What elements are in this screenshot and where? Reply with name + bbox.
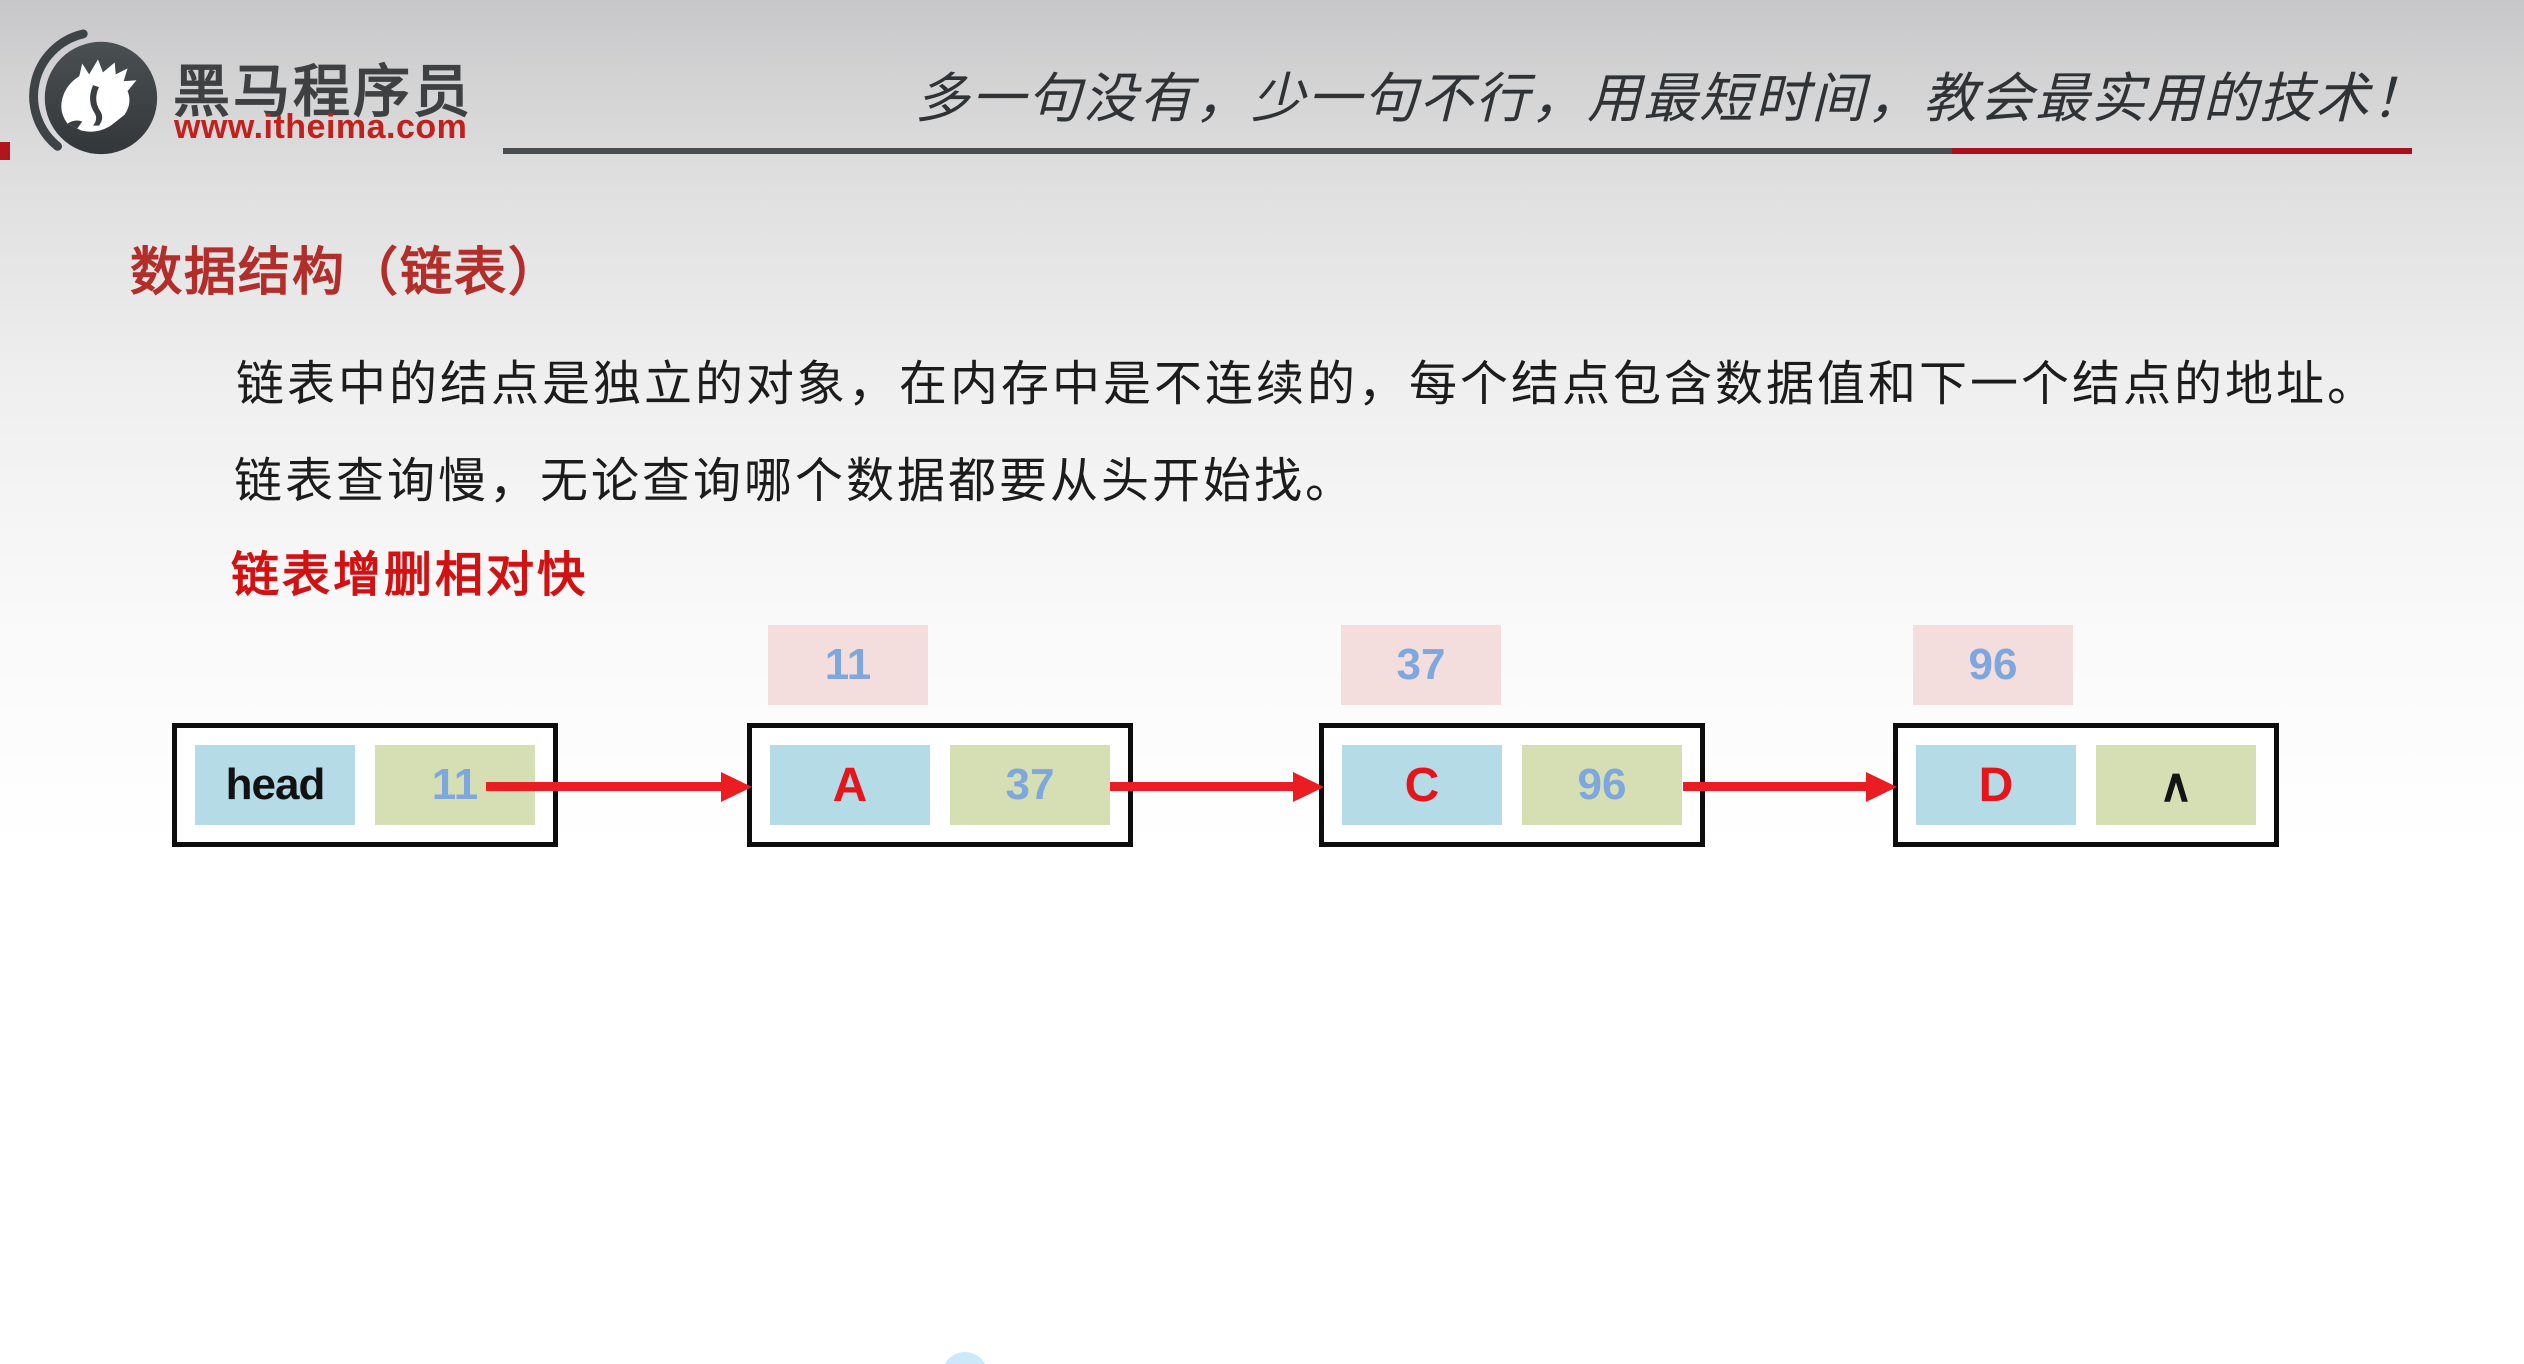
node-C-value-cell: C bbox=[1342, 745, 1502, 825]
paragraph-1: 链表中的结点是独立的对象，在内存中是不连续的，每个结点包含数据值和下一个结点的地… bbox=[236, 358, 2379, 411]
address-box-11: 11 bbox=[768, 625, 928, 705]
node-D-value-cell: D bbox=[1916, 745, 2076, 825]
node-C: C 96 bbox=[1319, 723, 1705, 847]
node-head-label: head bbox=[225, 760, 326, 809]
arrow-head-to-A bbox=[486, 782, 721, 791]
node-D: D ∧ bbox=[1893, 723, 2279, 847]
node-A-value-cell: A bbox=[770, 745, 930, 825]
node-D-pointer-cell: ∧ bbox=[2096, 745, 2256, 825]
header-rule-red bbox=[1952, 148, 2412, 154]
header-rule-gray bbox=[503, 148, 1952, 154]
itheima-horse-logo-icon bbox=[29, 29, 158, 155]
null-pointer-symbol: ∧ bbox=[2159, 759, 2193, 811]
node-C-pointer-cell: 96 bbox=[1522, 745, 1682, 825]
arrow-A-to-C bbox=[1110, 782, 1293, 791]
node-C-label: C bbox=[1404, 758, 1440, 812]
address-box-37: 37 bbox=[1341, 625, 1501, 705]
header-slogan: 多一句没有，少一句不行，用最短时间，教会最实用的技术！ bbox=[915, 67, 2427, 130]
left-edge-artifact bbox=[0, 142, 10, 160]
brand-name: 黑马程序员 bbox=[173, 60, 473, 124]
brand-url: www.itheima.com bbox=[174, 108, 468, 146]
node-A-pointer-cell: 37 bbox=[950, 745, 1110, 825]
node-head-value-cell: head bbox=[195, 745, 355, 825]
node-D-label: D bbox=[1978, 758, 2014, 812]
page-title: 数据结构（链表） bbox=[130, 244, 563, 302]
paragraph-3-emphasis: 链表增删相对快 bbox=[231, 549, 589, 602]
erased-watermark-blob bbox=[205, 1040, 500, 1160]
address-box-96: 96 bbox=[1913, 625, 2073, 705]
node-A: A 37 bbox=[747, 723, 1133, 847]
paragraph-2: 链表查询慢，无论查询哪个数据都要从头开始找。 bbox=[234, 455, 1357, 508]
arrow-C-to-D bbox=[1683, 782, 1866, 791]
node-A-label: A bbox=[832, 758, 868, 812]
bottom-blue-dot bbox=[942, 1352, 988, 1364]
